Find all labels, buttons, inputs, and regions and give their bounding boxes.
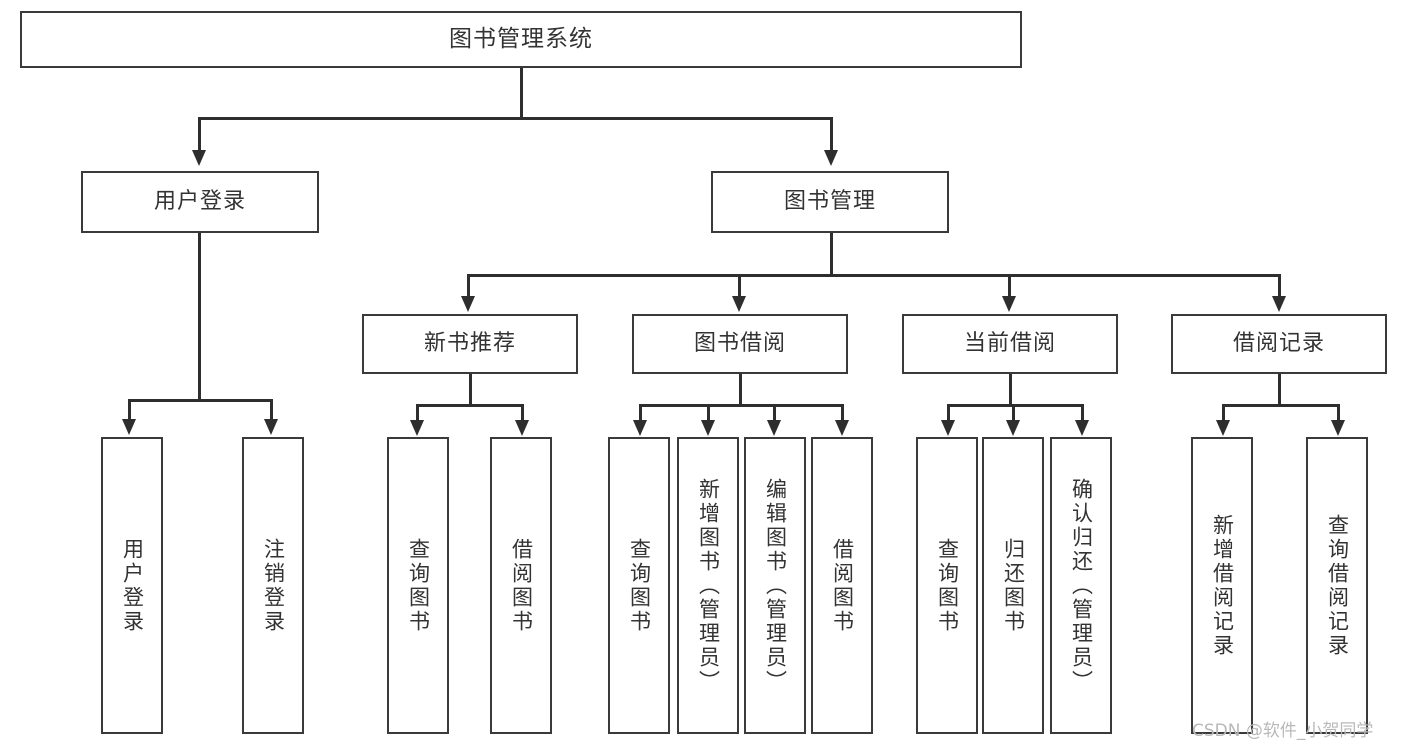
edge-book-borrow-stem (739, 374, 742, 405)
arrowhead-current-borrow-leaf-1 (941, 420, 955, 436)
edge-root-bus (198, 117, 832, 120)
arrowhead-current-borrow-leaf-2 (1006, 420, 1020, 436)
edge-current-borrow-to-leaf-2 (1012, 404, 1015, 422)
edge-borrow-records-bus (1222, 404, 1338, 407)
edge-new-book-stem (469, 374, 472, 405)
edge-user-login-bus (128, 399, 270, 402)
edge-book-borrow-to-leaf-4 (841, 404, 844, 422)
edge-to-book-borrow (738, 274, 741, 299)
arrowhead-book-mgmt (824, 150, 838, 166)
arrowhead-borrow-records-leaf-1 (1216, 420, 1230, 436)
node-label: 借阅图书 (830, 537, 855, 634)
edge-root-stem (520, 68, 523, 118)
edge-user-login-to-leaf-2 (270, 399, 273, 421)
node-label: 查询图书 (406, 537, 431, 634)
edge-user-login-to-leaf-1 (128, 399, 131, 421)
edge-current-borrow-to-leaf-1 (947, 404, 950, 422)
node-label: 编辑图书（管理员） (763, 477, 788, 694)
edge-to-new-book (467, 274, 470, 299)
leaf-query-book[interactable]: 查询图书 (608, 437, 670, 734)
node-label: 注销登录 (261, 537, 286, 634)
arrowhead-new-book-leaf-2 (515, 420, 529, 436)
node-label: 查询图书 (935, 537, 960, 634)
node-user-login[interactable]: 用户登录 (81, 171, 319, 233)
arrowhead-borrow-records (1272, 296, 1286, 312)
node-label: 借阅记录 (1232, 331, 1325, 357)
node-current-borrow[interactable]: 当前借阅 (902, 314, 1118, 374)
edge-root-to-book-mgmt (830, 117, 833, 152)
node-book-management[interactable]: 图书管理 (711, 171, 949, 233)
csdn-watermark: CSDN @软件_小贺同学 (1192, 721, 1374, 741)
arrowhead-new-book (461, 296, 475, 312)
arrowhead-new-book-leaf-1 (410, 420, 424, 436)
leaf-query-book-current[interactable]: 查询图书 (916, 437, 978, 734)
arrowhead-current-borrow-leaf-3 (1075, 420, 1089, 436)
edge-new-book-bus (416, 404, 522, 407)
arrowhead-leaf-logout (264, 419, 278, 435)
arrowhead-book-borrow-leaf-2 (701, 420, 715, 436)
node-label: 图书借阅 (693, 331, 786, 357)
edge-current-borrow-bus (947, 404, 1082, 407)
arrowhead-book-borrow-leaf-3 (767, 420, 781, 436)
leaf-return-book[interactable]: 归还图书 (982, 437, 1044, 734)
edge-book-borrow-to-leaf-3 (773, 404, 776, 422)
node-label: 借阅图书 (509, 537, 534, 634)
arrowhead-borrow-records-leaf-2 (1331, 420, 1345, 436)
leaf-confirm-return-admin[interactable]: 确认归还（管理员） (1050, 437, 1112, 734)
node-label: 用户登录 (153, 189, 246, 215)
node-book-borrow[interactable]: 图书借阅 (632, 314, 848, 374)
arrowhead-user-login (192, 150, 206, 166)
edge-borrow-records-to-leaf-2 (1337, 404, 1340, 422)
edge-book-borrow-to-leaf-1 (639, 404, 642, 422)
edge-root-to-user-login (198, 117, 201, 152)
edge-user-login-stem (198, 233, 201, 401)
arrowhead-book-borrow-leaf-1 (633, 420, 647, 436)
edge-book-mgmt-stem (830, 233, 833, 275)
arrowhead-leaf-user-login (122, 419, 136, 435)
node-label: 确认归还（管理员） (1069, 477, 1094, 694)
leaf-logout[interactable]: 注销登录 (242, 437, 304, 734)
node-borrow-records[interactable]: 借阅记录 (1171, 314, 1387, 374)
node-root-system[interactable]: 图书管理系统 (20, 11, 1022, 68)
node-label: 查询图书 (627, 537, 652, 634)
node-label: 新增借阅记录 (1210, 513, 1235, 658)
edge-to-current-borrow (1008, 274, 1011, 299)
edge-borrow-records-stem (1278, 374, 1281, 405)
leaf-borrow-book-recommend[interactable]: 借阅图书 (490, 437, 552, 734)
leaf-add-book-admin[interactable]: 新增图书（管理员） (677, 437, 739, 734)
node-new-book-recommend[interactable]: 新书推荐 (362, 314, 578, 374)
leaf-borrow-book[interactable]: 借阅图书 (811, 437, 873, 734)
edge-new-book-to-leaf-2 (521, 404, 524, 422)
node-label: 图书管理系统 (449, 26, 593, 53)
edge-book-borrow-bus (639, 404, 842, 407)
edge-book-mgmt-bus (467, 274, 1279, 277)
edge-current-borrow-to-leaf-3 (1081, 404, 1084, 422)
leaf-edit-book-admin[interactable]: 编辑图书（管理员） (744, 437, 806, 734)
node-label: 当前借阅 (963, 331, 1056, 357)
edge-to-borrow-records (1278, 274, 1281, 299)
node-label: 归还图书 (1001, 537, 1026, 634)
leaf-query-borrow-record[interactable]: 查询借阅记录 (1306, 437, 1368, 734)
node-label: 用户登录 (120, 537, 145, 634)
arrowhead-book-borrow (732, 296, 746, 312)
arrowhead-current-borrow (1002, 296, 1016, 312)
leaf-user-login[interactable]: 用户登录 (101, 437, 163, 734)
node-label: 新增图书（管理员） (696, 477, 721, 694)
edge-current-borrow-stem (1009, 374, 1012, 405)
edge-borrow-records-to-leaf-1 (1222, 404, 1225, 422)
node-label: 图书管理 (783, 189, 876, 215)
node-label: 查询借阅记录 (1325, 513, 1350, 658)
edge-new-book-to-leaf-1 (416, 404, 419, 422)
node-label: 新书推荐 (423, 331, 516, 357)
arrowhead-book-borrow-leaf-4 (835, 420, 849, 436)
edge-book-borrow-to-leaf-2 (707, 404, 710, 422)
leaf-query-book-recommend[interactable]: 查询图书 (387, 437, 449, 734)
leaf-add-borrow-record[interactable]: 新增借阅记录 (1191, 437, 1253, 734)
